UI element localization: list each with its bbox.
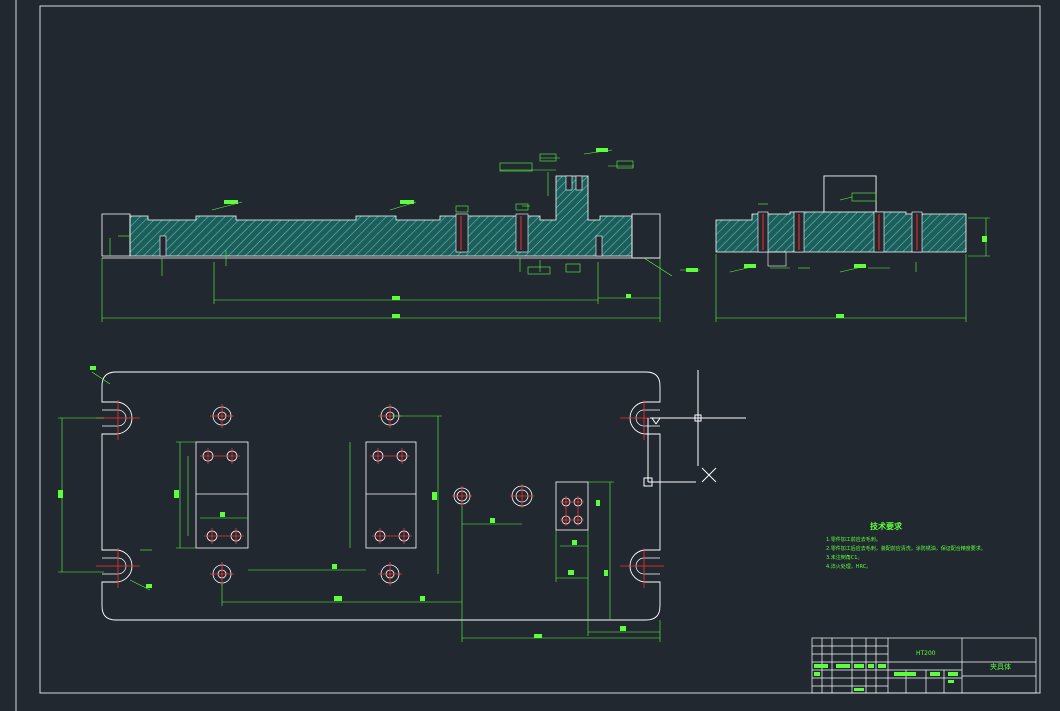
front-section-hatch (129, 175, 633, 257)
technical-requirement-2: 2.零件加工后应去毛刺，装配前应清洗，涂防锈油，保证配合精度要求。 (826, 546, 986, 552)
ucs-cursor-icon (643, 370, 746, 487)
drawing-frame (15, 0, 1041, 711)
top-plan-view (58, 366, 664, 642)
technical-requirement-1: 1.零件加工前应去毛刺。 (826, 537, 881, 543)
side-section-view (715, 175, 990, 322)
front-section-view (101, 149, 700, 322)
title-block-part-name: 夹具体 (990, 663, 1011, 671)
technical-requirements-title: 技术要求 (870, 522, 902, 531)
technical-requirement-4: 4.淬火处理，HRC。 (826, 564, 872, 570)
technical-requirement-3: 3.未注倒角C1。 (826, 555, 863, 561)
title-block-material: HT200 (916, 650, 936, 657)
